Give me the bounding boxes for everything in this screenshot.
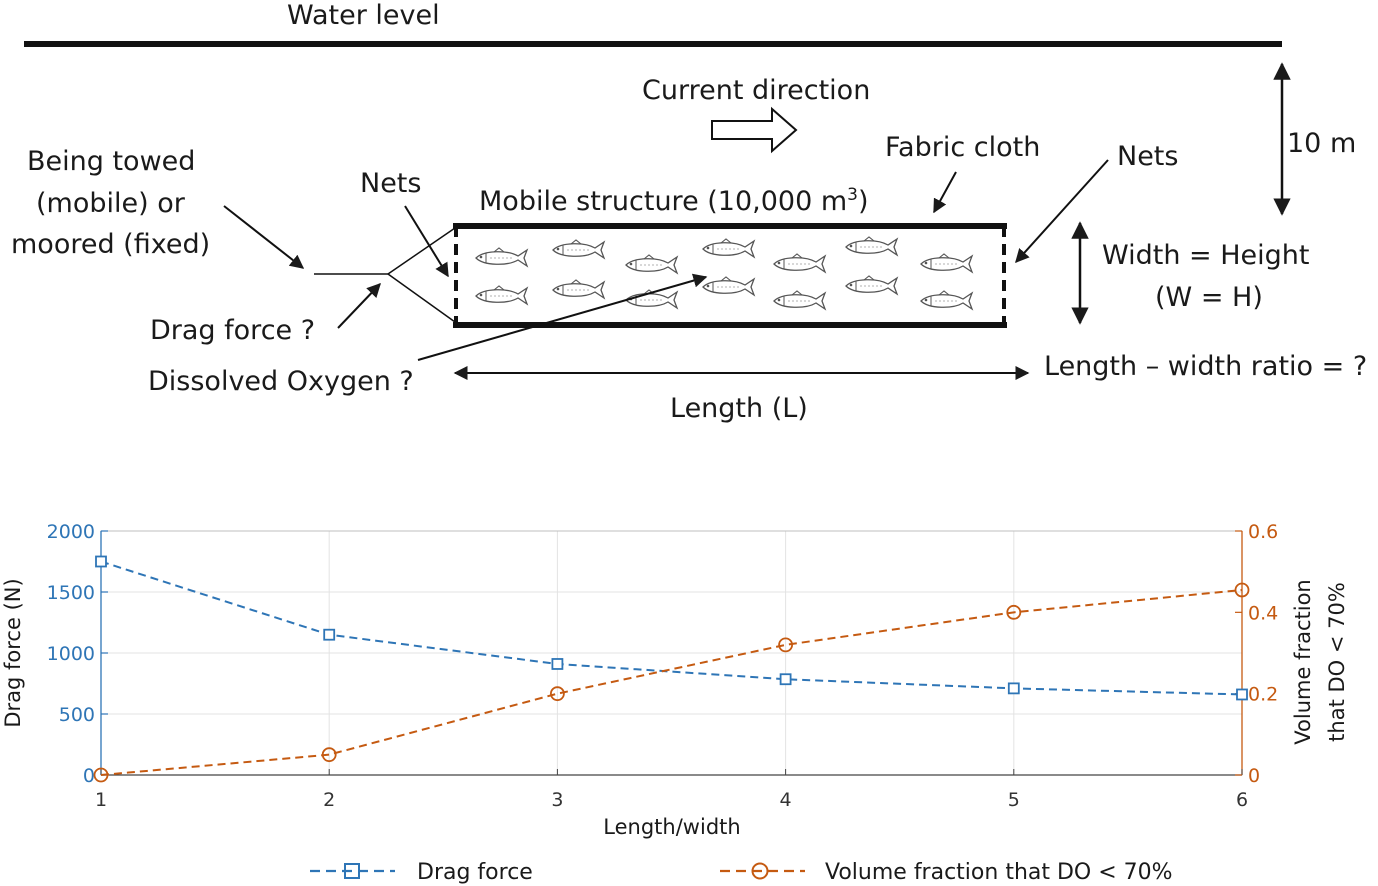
left-tick-label: 1000 (47, 643, 95, 665)
dissolved-oxygen-arrow (417, 273, 708, 361)
bridle-lines (314, 227, 456, 323)
width-height-label: Width = Height (1102, 240, 1309, 271)
fish-group (475, 236, 973, 310)
ratio-question: Length – width ratio = ? (1044, 351, 1367, 382)
left-tick-label: 2000 (47, 521, 95, 543)
data-point-drag-force (551, 658, 564, 670)
fish-icon (475, 285, 528, 305)
mooring-label-line-3: moored (fixed) (11, 229, 210, 260)
fish-icon (625, 254, 678, 274)
left-tick-label: 0 (83, 765, 95, 787)
width-height-equation: (W = H) (1155, 282, 1263, 313)
right-axis-label-line-2: that DO < 70% (1325, 582, 1349, 742)
left-axis-label: Drag force (N) (1, 578, 25, 727)
mobile-structure (453, 223, 1007, 328)
diagram: Water level Current direction 10 m Fabri… (11, 0, 1367, 424)
data-point-volume-fraction (1234, 582, 1250, 598)
right-tick-label: 0.6 (1248, 521, 1278, 543)
drag-force-question: Drag force ? (150, 315, 315, 346)
data-point-volume-fraction (1006, 604, 1022, 620)
x-tick-label: 6 (1236, 789, 1248, 811)
water-level-label: Water level (287, 0, 440, 31)
series-line-volume-fraction (100, 588, 1243, 776)
nets-left-arrow (404, 205, 449, 278)
right-tick-label: 0 (1248, 765, 1260, 787)
fish-icon (552, 239, 605, 259)
fish-icon (773, 253, 826, 273)
legend-item-volume-fraction: Volume fraction that DO < 70% (720, 860, 1173, 885)
nets-right-label: Nets (1117, 141, 1178, 172)
dissolved-oxygen-question: Dissolved Oxygen ? (148, 366, 414, 397)
fish-icon (702, 276, 755, 296)
data-point-drag-force (779, 673, 792, 686)
legend-circle-marker-icon (751, 862, 769, 880)
right-axis-label-line-1: Volume fraction (1291, 579, 1315, 744)
right-tick-label: 0.4 (1248, 602, 1278, 624)
data-point-volume-fraction (778, 637, 793, 653)
left-tick-label: 500 (59, 704, 95, 726)
x-tick-label: 3 (551, 789, 563, 811)
data-point-volume-fraction (321, 747, 337, 763)
x-axis-label: Length/width (603, 815, 740, 839)
current-arrow-icon (711, 106, 798, 154)
right-tick-label: 0.2 (1248, 684, 1278, 706)
x-tick-label: 2 (323, 789, 335, 811)
fish-icon (552, 279, 605, 299)
fish-icon (475, 247, 528, 267)
x-tick-label: 1 (95, 789, 107, 811)
legend-item-drag-force: Drag force (310, 860, 533, 885)
fish-icon (920, 253, 973, 273)
left-tick-label: 1500 (47, 582, 95, 604)
legend-square-marker-icon (344, 863, 360, 879)
structure-label: Mobile structure (10,000 m3) (479, 185, 869, 217)
data-point-volume-fraction (93, 767, 109, 783)
legend-label-drag-force: Drag force (417, 860, 533, 885)
chart-series (93, 555, 1250, 783)
nets-right-arrow (1015, 159, 1109, 264)
data-point-drag-force (323, 628, 336, 641)
data-point-drag-force (95, 555, 107, 568)
chart-grid (100, 530, 1243, 775)
mooring-label: Being towed (mobile) or moored (fixed) (11, 146, 210, 260)
nets-left-label: Nets (360, 168, 421, 199)
legend: Drag force Volume fraction that DO < 70% (310, 860, 1173, 885)
fish-icon (845, 236, 898, 256)
x-tick-label: 4 (780, 789, 792, 811)
fabric-cloth-label: Fabric cloth (885, 132, 1040, 163)
fabric-cloth-arrow (933, 171, 957, 214)
fish-icon (773, 290, 826, 310)
mooring-label-line-2: (mobile) or (36, 188, 186, 219)
drag-force-arrow (337, 282, 381, 329)
legend-label-volume-fraction: Volume fraction that DO < 70% (825, 860, 1173, 885)
data-point-drag-force (1007, 682, 1020, 695)
mooring-arrow (223, 205, 305, 269)
data-point-drag-force (1236, 688, 1248, 701)
x-tick-label: 5 (1008, 789, 1020, 811)
fish-icon (845, 275, 898, 295)
depth-label: 10 m (1287, 128, 1356, 159)
right-axis-label: Volume fraction that DO < 70% (1291, 579, 1349, 744)
fish-icon (702, 238, 755, 258)
length-label: Length (L) (670, 393, 808, 424)
data-point-volume-fraction (550, 686, 565, 702)
current-direction-label: Current direction (642, 75, 870, 106)
fish-icon (920, 290, 973, 310)
mooring-label-line-1: Being towed (27, 146, 195, 177)
series-line-drag-force (100, 560, 1243, 696)
